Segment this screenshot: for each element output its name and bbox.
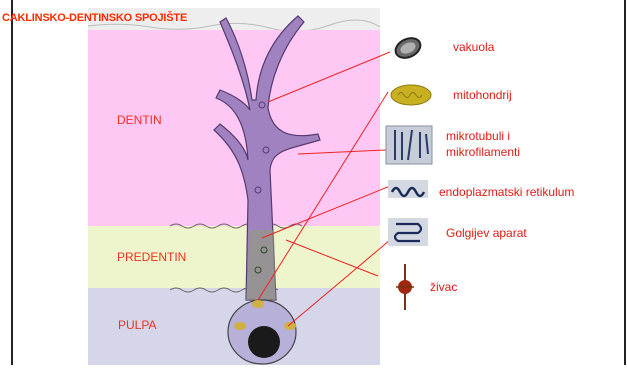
microtubules-label-line1: mikrotubuli i — [446, 129, 510, 144]
title: CAKLINSKO-DENTINSKO SPOJIŠTE — [2, 12, 187, 24]
endoplasmic-reticulum-label: endoplazmatski retikulum — [439, 185, 574, 200]
vacuole-label: vakuola — [453, 40, 494, 55]
left-border — [11, 0, 13, 365]
vacuole-icon — [392, 34, 423, 61]
endoplasmic-reticulum-icon — [388, 180, 428, 198]
microtubules-icon — [386, 126, 432, 164]
golgi-icon — [388, 218, 428, 246]
nerve-icon — [396, 264, 414, 310]
mitochondria-icon — [391, 85, 431, 105]
golgi-label: Golgijev aparat — [446, 226, 527, 241]
mitochondria-label: mitohondrij — [453, 88, 512, 103]
pulpa-label: PULPA — [118, 318, 156, 332]
dentin-zone — [88, 30, 380, 226]
nerve-label: živac — [430, 280, 457, 295]
microtubules-label-line2: mikrofilamenti — [446, 145, 520, 160]
predentin-label: PREDENTIN — [117, 250, 186, 264]
nucleus — [248, 326, 280, 358]
right-border — [624, 0, 626, 365]
dentin-label: DENTIN — [117, 113, 162, 127]
